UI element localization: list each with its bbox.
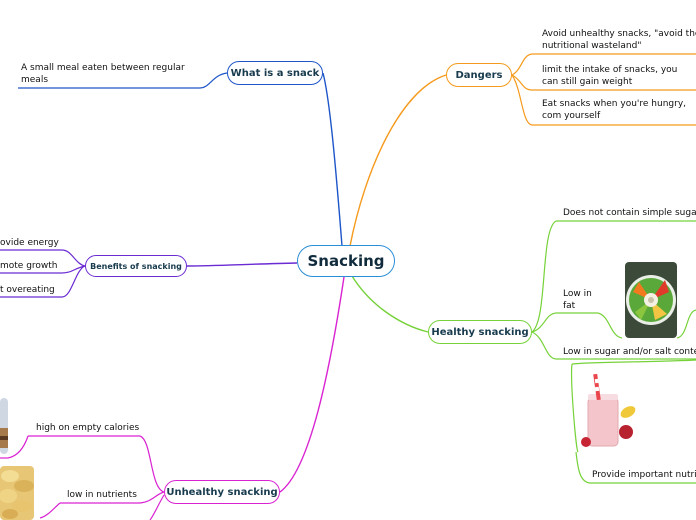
leaf-low-sugar-salt[interactable]: Low in sugar and/or salt conten [563,347,696,357]
leaf-prevent-overeating[interactable]: t overeating [0,285,55,295]
link-unhealthy [279,276,345,493]
leaf-small-meal[interactable]: A small meal eaten between regular meals [21,63,185,85]
branch-healthy-snacking[interactable]: Healthy snacking [428,320,532,344]
link-benefits [186,262,298,267]
leaf-eat-when-hungry[interactable]: Eat snacks when you're hungry, com yours… [542,99,686,121]
leaf-avoid-unhealthy[interactable]: Avoid unhealthy snacks, "avoid the nutri… [542,29,696,51]
leaf-promote-growth[interactable]: mote growth [0,261,58,271]
branch-unhealthy-snacking[interactable]: Unhealthy snacking [164,480,280,504]
leaf-empty-calories[interactable]: high on empty calories [36,423,140,433]
leaf-no-simple-sugars[interactable]: Does not contain simple sugars [563,208,696,218]
leaf-important-nutrients[interactable]: Provide important nutrie [592,470,696,480]
leaf-low-in-nutrients[interactable]: low in nutrients [67,490,137,500]
link-dangers [349,74,447,247]
central-topic[interactable]: Snacking [297,245,395,277]
leaf-limit-intake[interactable]: limit the intake of snacks, you can stil… [542,65,678,87]
branch-dangers[interactable]: Dangers [446,63,512,87]
smoothie-image [578,370,640,452]
branch-what-is-a-snack[interactable]: What is a snack [227,61,323,85]
cookies-image [0,398,8,454]
leaf-low-in-fat[interactable]: Low in fat [563,289,592,311]
leaf-provide-energy[interactable]: ovide energy [0,238,59,248]
branch-benefits-of-snacking[interactable]: Benefits of snacking [85,255,187,277]
link-healthy [351,275,429,333]
chips-image [0,466,34,520]
vegetable-bowl-image [625,262,677,338]
link-what [322,72,343,247]
